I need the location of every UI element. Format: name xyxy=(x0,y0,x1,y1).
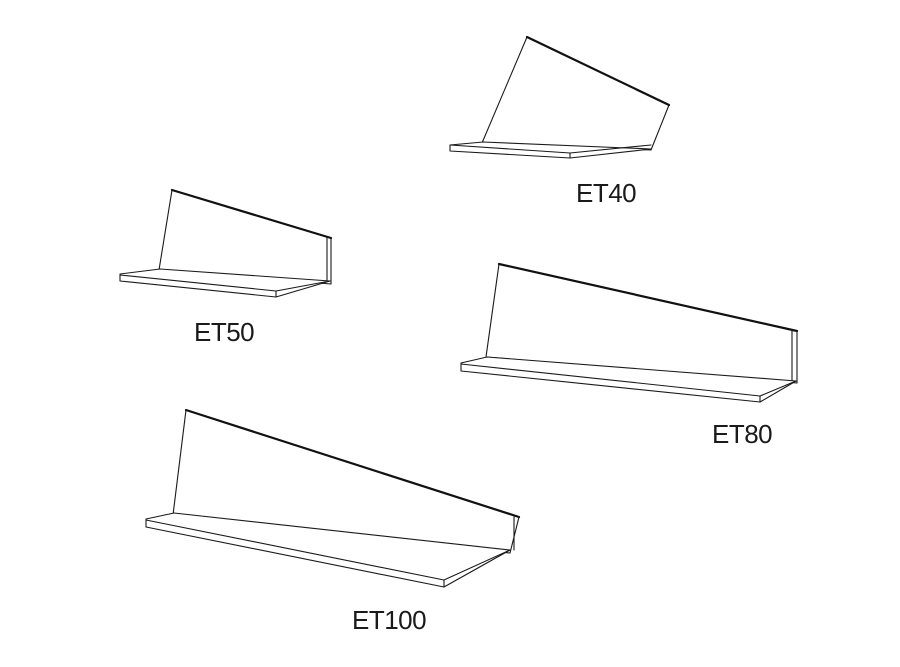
shelf-et40-base-edge xyxy=(449,144,571,154)
shelf-et40-base-board xyxy=(449,141,652,159)
shelf-et100-top-edge xyxy=(184,408,521,519)
shelf-et40-base-front xyxy=(569,144,652,154)
shelf-et80-base-front xyxy=(759,380,797,397)
shelf-et100-label: ET100 xyxy=(352,605,426,635)
shelf-et50-base-board xyxy=(119,268,331,298)
shelf-et50-base-front xyxy=(275,280,331,292)
shelf-et100: ET100 xyxy=(145,408,521,635)
shelf-et80: ET80 xyxy=(460,262,799,449)
shelf-et50-base-edge xyxy=(119,274,277,292)
shelf-et40-top-edge xyxy=(525,35,671,107)
shelf-et40-back-panel xyxy=(481,36,670,151)
shelf-et100-base-front xyxy=(443,549,511,581)
shelf-et40: ET40 xyxy=(449,35,671,208)
shelf-et50-label: ET50 xyxy=(194,317,254,347)
shelf-et50-back-panel xyxy=(158,189,332,285)
shelf-et80-base-edge xyxy=(460,363,761,397)
shelf-et50-top-edge xyxy=(170,188,333,240)
shelf-et100-base-edge xyxy=(145,519,445,581)
shelf-et80-label: ET80 xyxy=(712,419,772,449)
shelf-et40-label: ET40 xyxy=(576,178,636,208)
shelf-et100-base-board xyxy=(145,512,511,588)
shelf-et80-top-edge xyxy=(497,262,799,333)
shelf-et50: ET50 xyxy=(119,188,333,347)
